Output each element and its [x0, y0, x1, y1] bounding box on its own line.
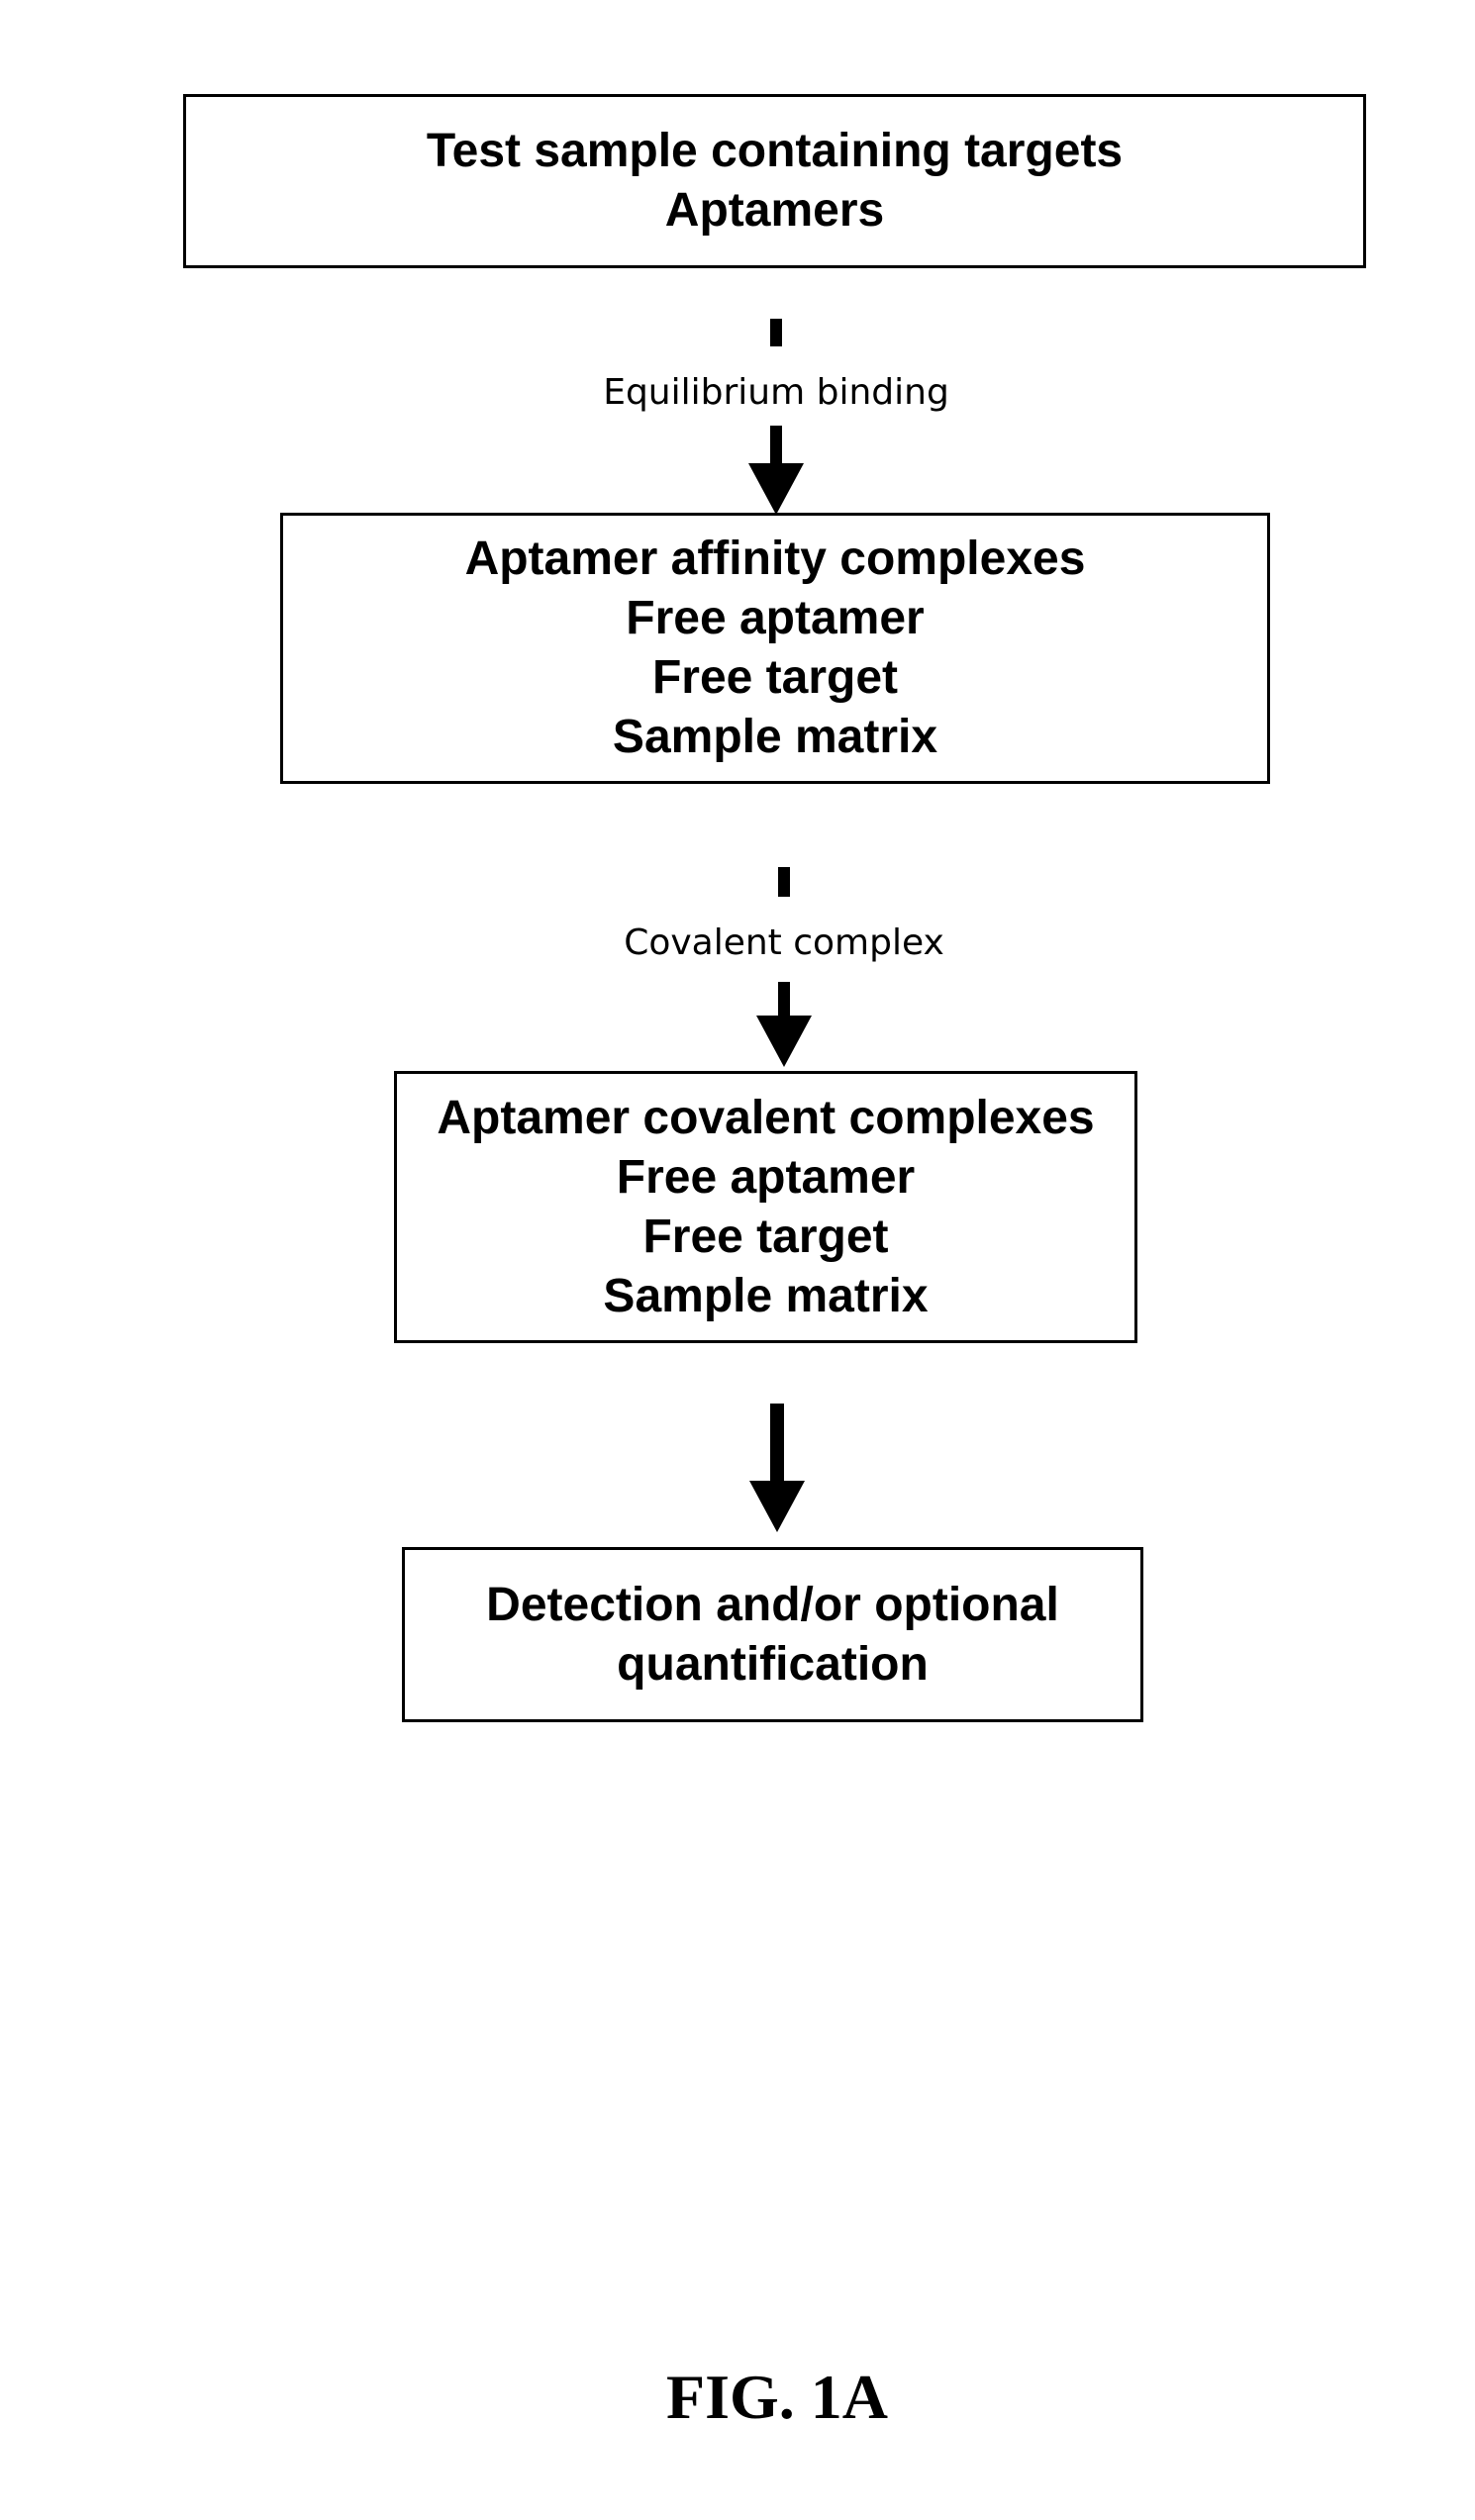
arrow-shaft [770, 426, 782, 465]
figure-caption: FIG. 1A [0, 2361, 1475, 2434]
node-line: Sample matrix [603, 1267, 928, 1326]
arrow-shaft [778, 982, 790, 1018]
edge-label: Equilibrium binding [603, 372, 949, 413]
node-line: Free aptamer [626, 589, 924, 648]
node-line: Aptamer covalent complexes [437, 1089, 1094, 1148]
node-detection: Detection and/or optional quantification [402, 1547, 1143, 1722]
node-covalent-complexes: Aptamer covalent complexes Free aptamer … [394, 1071, 1137, 1343]
node-line: Free target [642, 1208, 888, 1267]
arrow-stub [778, 867, 790, 897]
node-affinity-complexes: Aptamer affinity complexes Free aptamer … [280, 513, 1270, 784]
node-test-sample: Test sample containing targets Aptamers [183, 94, 1366, 268]
node-line: Free target [652, 648, 898, 708]
node-line: Test sample containing targets [427, 122, 1123, 181]
node-line: Detection and/or optional [486, 1576, 1059, 1635]
arrow-head [756, 1016, 812, 1067]
node-line: Sample matrix [613, 708, 937, 767]
node-line: Aptamers [665, 181, 884, 241]
node-line: quantification [617, 1635, 929, 1695]
arrow-head [748, 463, 804, 515]
edge-label: Covalent complex [624, 922, 944, 963]
node-line: Aptamer affinity complexes [465, 530, 1086, 589]
arrow-stub [770, 319, 782, 346]
arrow-head [749, 1481, 805, 1532]
node-line: Free aptamer [617, 1148, 915, 1208]
arrow-shaft [770, 1404, 784, 1483]
